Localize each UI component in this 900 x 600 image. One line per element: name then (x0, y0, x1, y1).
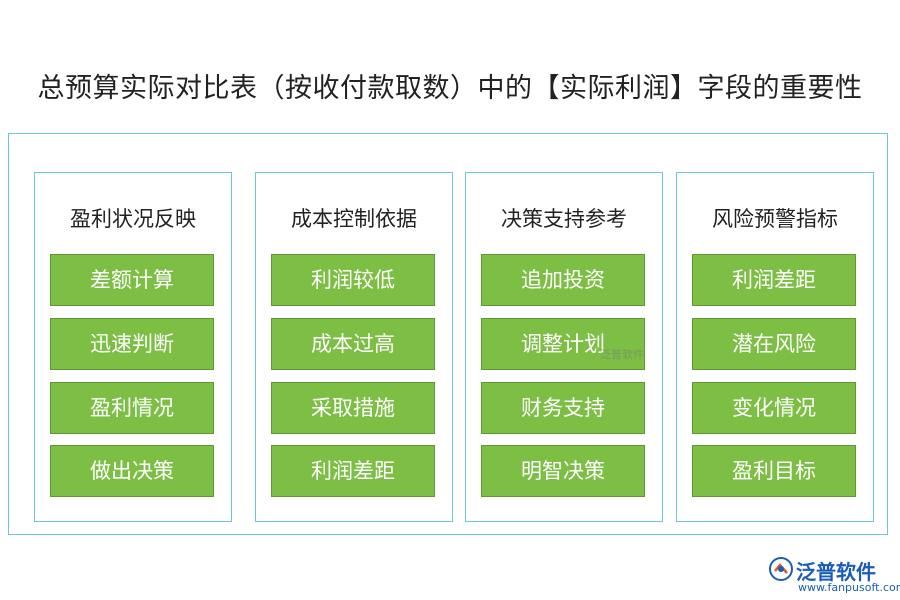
item-box: 财务支持 (481, 382, 645, 434)
item-box: 盈利情况 (50, 382, 214, 434)
column-title: 成本控制依据 (291, 207, 417, 231)
item-box: 利润差距 (271, 445, 435, 497)
item-box: 调整计划 (481, 318, 645, 370)
item-box: 差额计算 (50, 254, 214, 306)
item-box: 利润差距 (692, 254, 856, 306)
column-cost-control: 成本控制依据 利润较低 成本过高 采取措施 利润差距 (255, 172, 453, 522)
brand-logo: 泛普软件 www.fanpusoft.com (768, 556, 900, 598)
item-box: 明智决策 (481, 445, 645, 497)
column-title: 风险预警指标 (712, 207, 838, 231)
item-box: 采取措施 (271, 382, 435, 434)
item-box: 迅速判断 (50, 318, 214, 370)
logo-icon (769, 557, 793, 581)
page-title: 总预算实际对比表（按收付款取数）中的【实际利润】字段的重要性 (37, 73, 863, 104)
item-box: 利润较低 (271, 254, 435, 306)
outer-frame (8, 133, 888, 535)
column-title: 盈利状况反映 (70, 207, 196, 231)
column-title: 决策支持参考 (501, 207, 627, 231)
logo-url: www.fanpusoft.com (798, 581, 900, 594)
logo-name: 泛普软件 (796, 560, 876, 584)
column-risk-warning: 风险预警指标 利润差距 潜在风险 变化情况 盈利目标 (676, 172, 874, 522)
item-box: 潜在风险 (692, 318, 856, 370)
item-box: 追加投资 (481, 254, 645, 306)
item-box: 盈利目标 (692, 445, 856, 497)
column-profit-status: 盈利状况反映 差额计算 迅速判断 盈利情况 做出决策 (34, 172, 232, 522)
item-box: 变化情况 (692, 382, 856, 434)
item-box: 做出决策 (50, 445, 214, 497)
watermark: 泛普软件 (600, 348, 644, 361)
column-decision-support: 决策支持参考 追加投资 调整计划 财务支持 明智决策 (465, 172, 663, 522)
item-box: 成本过高 (271, 318, 435, 370)
